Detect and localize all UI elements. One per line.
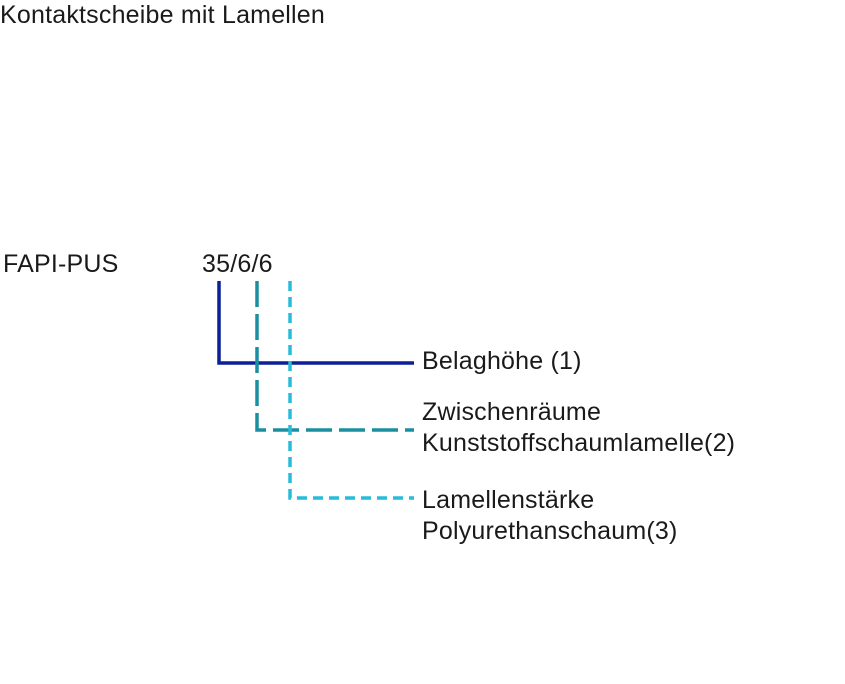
- diagram-title: Kontaktscheibe mit Lamellen: [0, 1, 326, 29]
- product-name: FAPI-PUS: [3, 250, 119, 278]
- product-code: 35/6/6: [202, 250, 273, 278]
- callout-label-zwischenraeume: Zwischenräume Kunststoffschaumlamelle(2): [422, 397, 735, 458]
- callout-line: Zwischenräume: [422, 398, 602, 426]
- callout-label-lamellenstaerke: Lamellenstärke Polyurethanschaum(3): [422, 485, 678, 546]
- callout-line: Lamellenstärke: [422, 486, 595, 514]
- leader-line-lamellenstaerke: [288, 281, 414, 500]
- leader-line-belaghoehe: [217, 281, 414, 365]
- callout-line: Belaghöhe (1): [422, 347, 582, 375]
- callout-line: Kunststoffschaumlamelle(2): [422, 428, 736, 457]
- callout-line: Polyurethanschaum(3): [422, 516, 678, 545]
- leader-line-zwischenraeume: [255, 281, 414, 432]
- callout-label-belaghoehe: Belaghöhe (1): [422, 346, 582, 377]
